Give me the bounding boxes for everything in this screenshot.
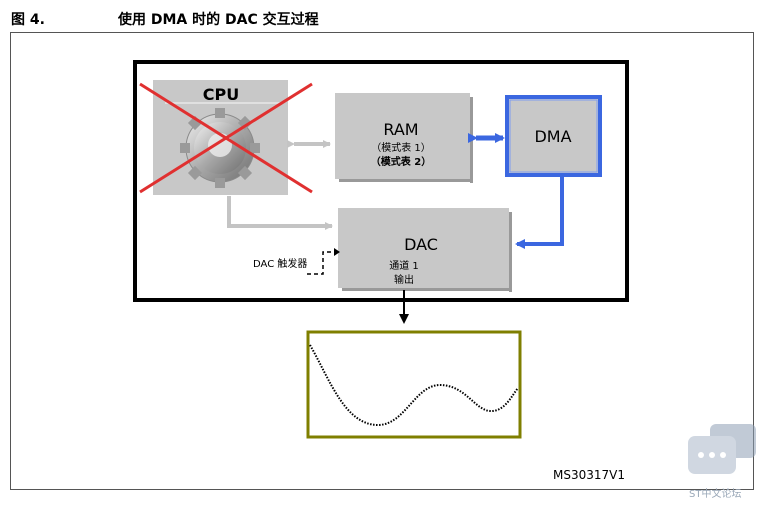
dma-block: DMA — [505, 95, 602, 177]
dac-trigger-label: DAC 触发器 — [253, 257, 307, 270]
figure-title: 使用 DMA 时的 DAC 交互过程 — [118, 12, 319, 28]
dac-label: DAC — [404, 235, 438, 254]
figure-number: 图 4. — [11, 12, 45, 28]
ram-pattern-table-2: （模式表 2） — [371, 155, 431, 168]
system-boundary — [133, 60, 629, 302]
output-waveform — [306, 330, 522, 439]
figure-id: MS30317V1 — [553, 468, 625, 482]
figure-frame — [10, 32, 754, 490]
cpu-label: CPU — [203, 85, 239, 104]
cpu-block: CPU — [153, 80, 288, 195]
gear-icon — [180, 108, 260, 188]
cpu-disabled-cross — [139, 82, 313, 194]
watermark-text: ST中文论坛 — [689, 489, 742, 500]
dac-trigger-arrow — [307, 248, 340, 275]
ram-block: RAM （模式表 1） （模式表 2） — [335, 93, 473, 183]
ram-pattern-table-1: （模式表 1） — [371, 141, 431, 154]
dma-label: DMA — [534, 127, 571, 146]
dac-output-label: 输出 — [394, 273, 414, 286]
dac-channel-label: 通道 1 — [389, 259, 419, 272]
chat-bubble-icon — [688, 424, 756, 474]
dma-dac-arrow — [515, 177, 564, 249]
dac-block: DAC 通道 1 输出 — [338, 208, 512, 292]
cpu-dac-arrow — [227, 196, 333, 230]
ram-label: RAM — [383, 120, 418, 139]
